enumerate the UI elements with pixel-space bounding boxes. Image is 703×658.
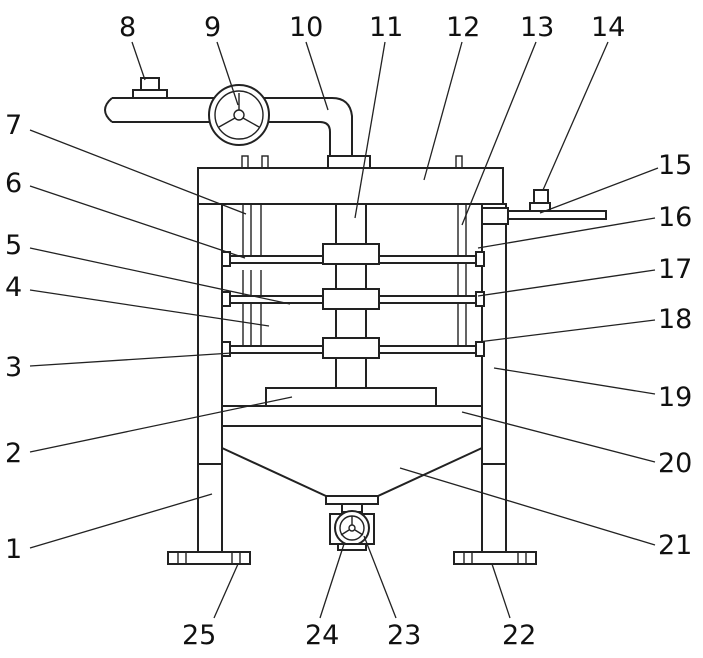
collection-hopper-21 [222, 426, 482, 512]
callout-8: 8 [119, 12, 136, 43]
callout-18: 18 [658, 304, 692, 335]
foot-plates [168, 552, 536, 564]
callout-1: 1 [5, 534, 22, 565]
callout-10: 10 [289, 12, 323, 43]
valve-handwheel-9 [209, 85, 269, 145]
callout-24: 24 [305, 620, 339, 651]
callout-21: 21 [658, 530, 692, 561]
callout-7: 7 [5, 110, 22, 141]
support-plate-20 [222, 406, 482, 426]
callout-19: 19 [658, 382, 692, 413]
callout-15: 15 [658, 150, 692, 181]
callout-5: 5 [5, 230, 22, 261]
callout-13: 13 [520, 12, 554, 43]
callout-3: 3 [5, 352, 22, 383]
pipe-fitting-8 [133, 78, 167, 98]
callout-6: 6 [5, 168, 22, 199]
callout-11: 11 [369, 12, 403, 43]
callout-17: 17 [658, 254, 692, 285]
callout-9: 9 [204, 12, 221, 43]
callout-14: 14 [591, 12, 625, 43]
callout-2: 2 [5, 438, 22, 469]
callout-16: 16 [658, 202, 692, 233]
callout-12: 12 [446, 12, 480, 43]
callout-25: 25 [182, 620, 216, 651]
callout-20: 20 [658, 448, 692, 479]
callout-23: 23 [387, 620, 421, 651]
top-cover-12 [198, 168, 503, 204]
callout-22: 22 [502, 620, 536, 651]
callout-4: 4 [5, 272, 22, 303]
